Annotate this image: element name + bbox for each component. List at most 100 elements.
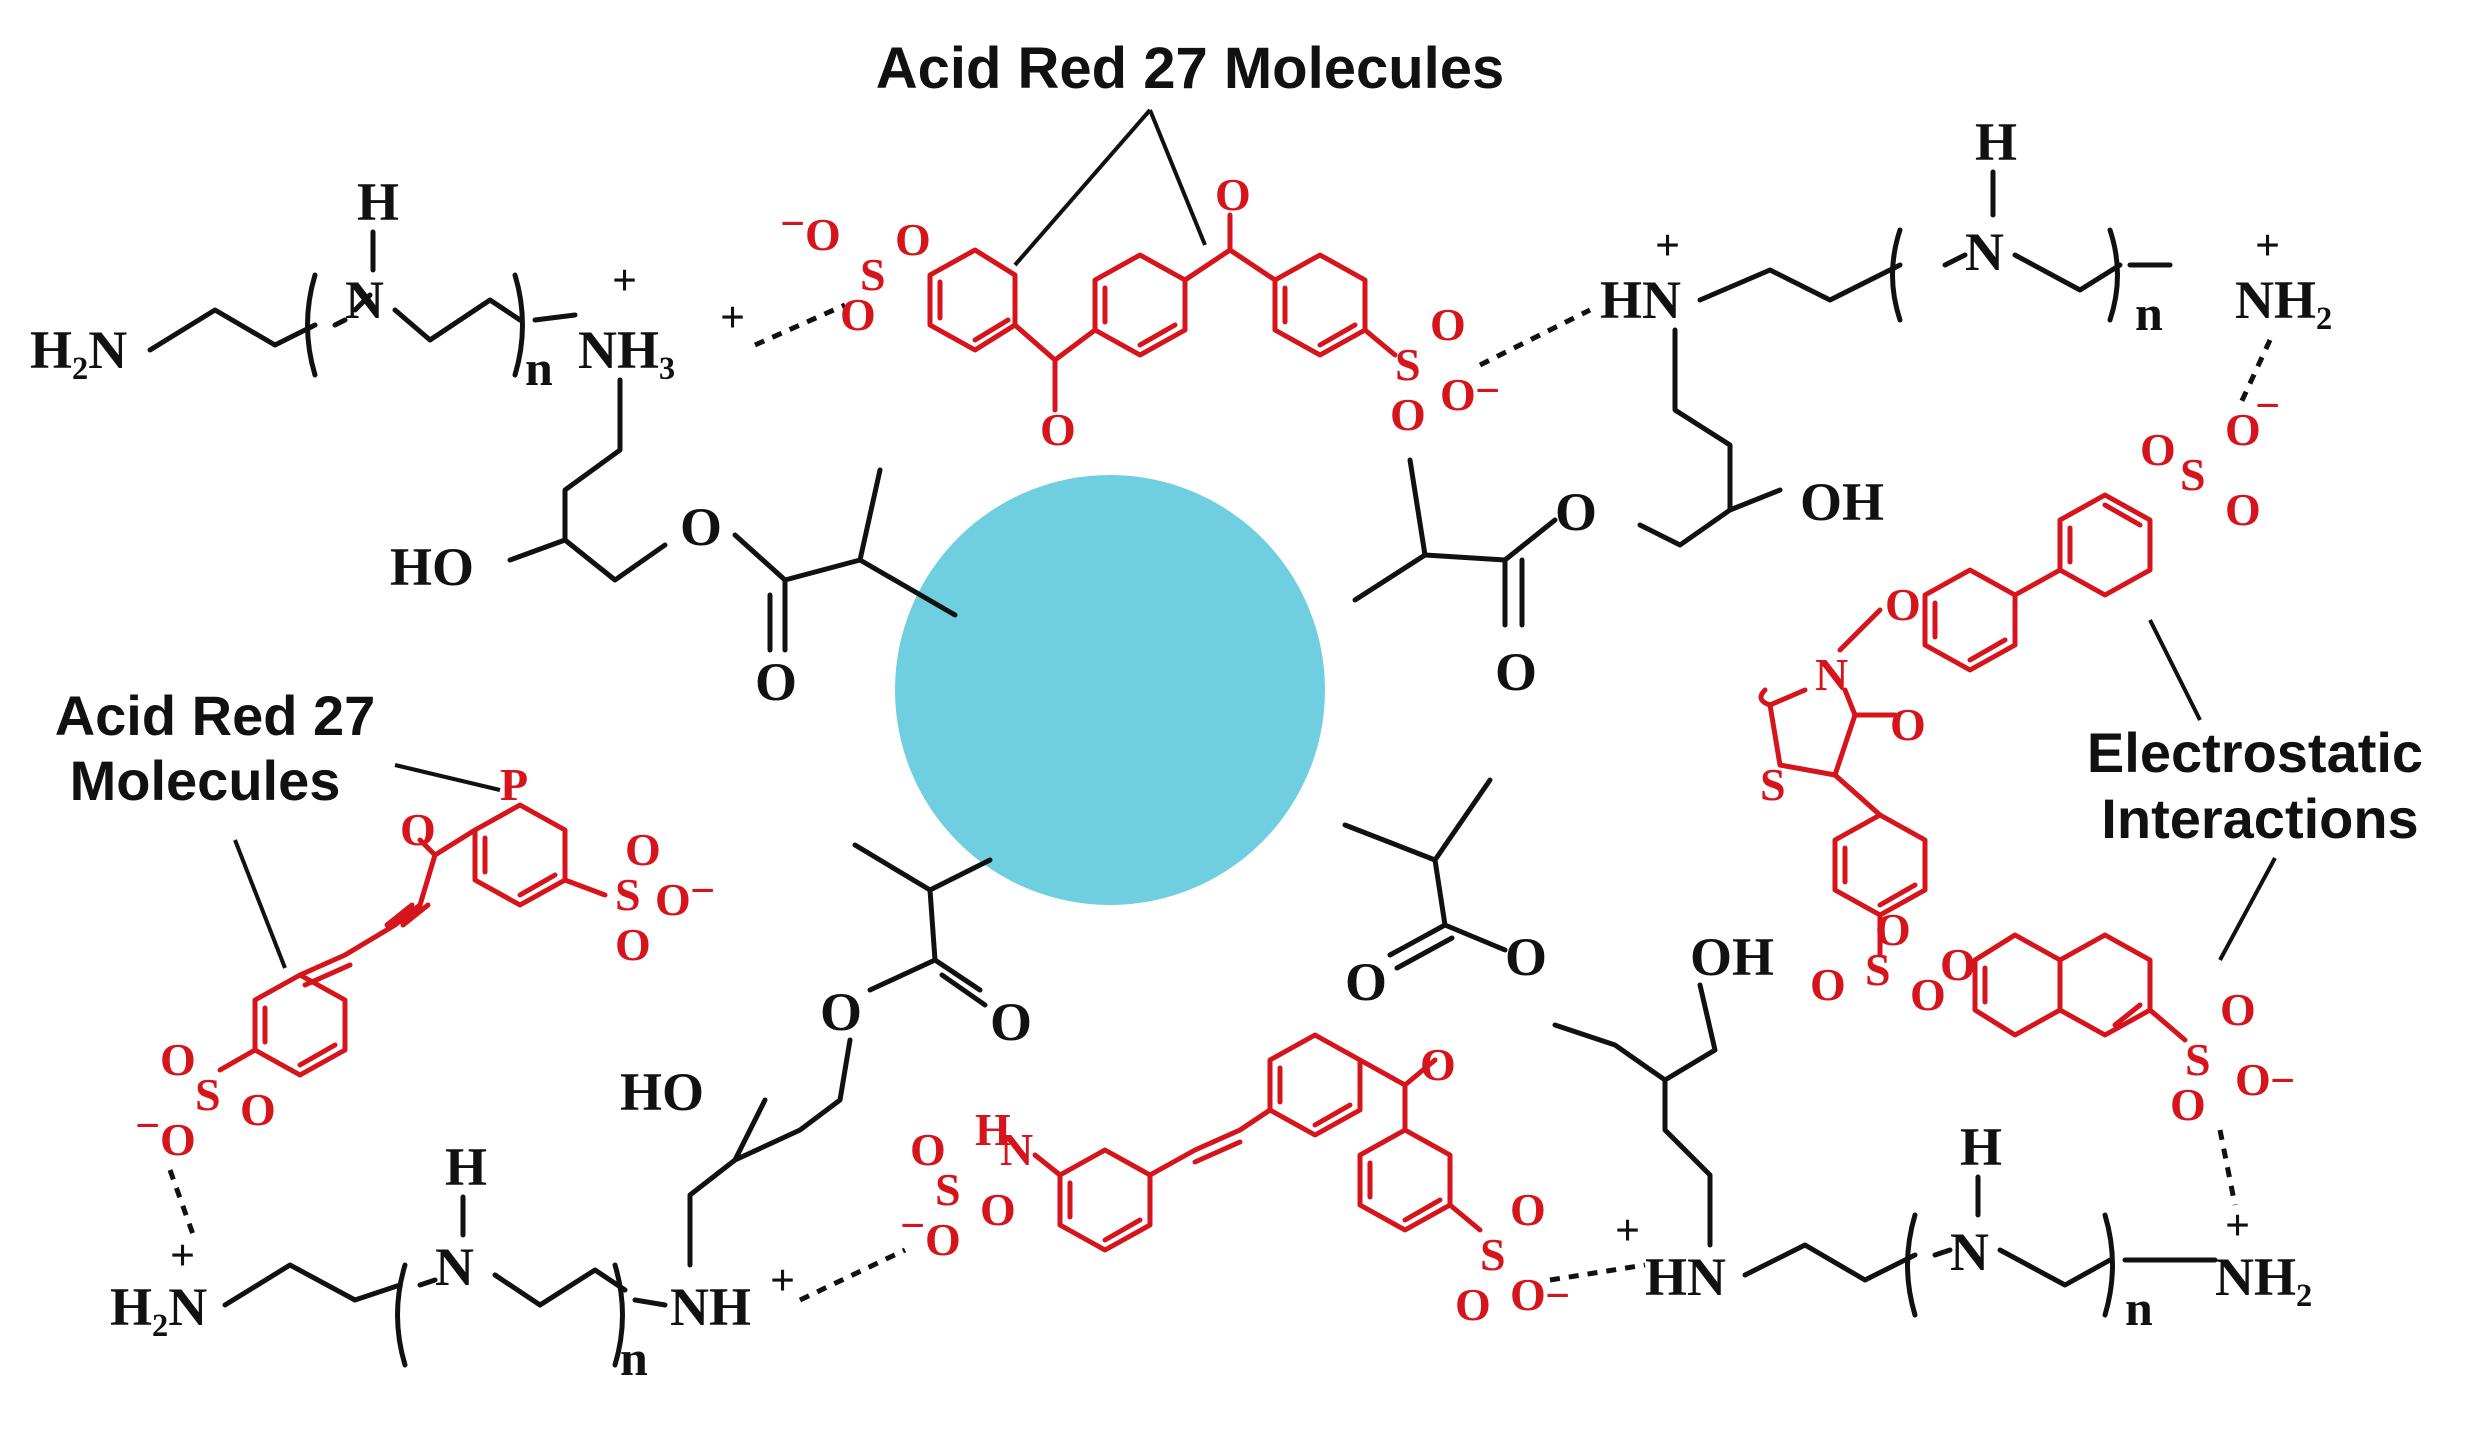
atom-o-6: O (240, 1084, 276, 1135)
atom-o-4: O (1040, 404, 1076, 455)
atom-o-4: O (1875, 904, 1911, 955)
atom-n: N (345, 270, 384, 330)
atom-o-5: O (1810, 959, 1846, 1010)
atom-o: O (2225, 404, 2261, 455)
label-top-acid-red-molecules: Acid Red 27 Molecules (876, 36, 1505, 101)
atom-nh-label: H (975, 1104, 1011, 1155)
atom-oh: OH (1800, 472, 1884, 532)
linker-2 (1182, 212, 1278, 283)
charge-minus-2: − (135, 1101, 160, 1150)
atom-o: O (805, 209, 841, 260)
interaction-dashed-right (2237, 338, 2273, 407)
atom-n: N (1950, 1222, 1989, 1282)
atom-o-6: O (1455, 1279, 1491, 1330)
dye-top: − O S O O O O O S O O − (780, 169, 1500, 455)
charge-plus-2: + (2255, 221, 2280, 270)
ring-styryl (252, 972, 348, 1078)
atom-oh: OH (1690, 927, 1774, 987)
pei-chain-top-right: + HN N H n + NH₂ OH O O (1352, 112, 2332, 702)
atom-ho: HO (620, 1062, 704, 1122)
pei-chain-top-left: H₂N N H n NH₃ + + HO O O (30, 172, 958, 712)
sulfonate-bond (1447, 1202, 1483, 1233)
atom-h: H (445, 1137, 487, 1197)
atom-h2n: H₂N (30, 320, 127, 380)
atom-o-thiazole: O (1890, 699, 1926, 750)
atom-o-5: O (1510, 1184, 1546, 1235)
atom-nh2: NH₂ (2215, 1247, 2312, 1307)
n-o-bond (1837, 607, 1883, 653)
atom-s: S (935, 1164, 961, 1215)
atom-o-8: O (2220, 984, 2256, 1035)
linker (1832, 772, 1883, 818)
bonds (1742, 1212, 2218, 1318)
bonds (147, 272, 578, 378)
charge-plus-2: + (2225, 1201, 2250, 1250)
atom-o-8: O (1440, 369, 1476, 420)
atom-h: H (357, 172, 399, 232)
label-left-acid-red-line1: Acid Red 27 (55, 684, 376, 747)
label-left-acid-red-line2: Molecules (70, 749, 341, 812)
atom-o-9: O (2170, 1079, 2206, 1130)
atom-o-3: O (655, 874, 691, 925)
atom-o-7: O (1510, 1269, 1546, 1320)
atom-o-5: O (1215, 169, 1251, 220)
atom-o-ester: O (1555, 482, 1597, 542)
atom-s-2: S (1865, 944, 1891, 995)
atom-hn: HN (1600, 270, 1681, 330)
atom-o-ester: O (820, 982, 862, 1042)
ring-3 (1357, 1127, 1453, 1233)
atom-o-6: O (1430, 299, 1466, 350)
charge-minus: − (2255, 381, 2280, 430)
atom-n: N (1815, 649, 1848, 700)
atom-o-carbonyl: O (755, 652, 797, 712)
arm-bonds (1552, 982, 1718, 1248)
linker-1 (1012, 322, 1098, 413)
atom-o-7: O (1940, 939, 1976, 990)
charge-plus: + (612, 256, 637, 305)
atom-o-3: O (840, 289, 876, 340)
atom-o-10: O (2235, 1054, 2271, 1105)
atom-n: N (435, 1237, 474, 1297)
ester-bonds (852, 842, 993, 1008)
naphthalene-sulfonate (2147, 1007, 2188, 1043)
atom-h2n: H₂N (110, 1277, 207, 1337)
atom-s: S (2180, 449, 2206, 500)
dye-left: P O O S O − O O S O − O (135, 759, 715, 1165)
leader-line-left (233, 763, 501, 969)
charge-plus-2: + (720, 293, 745, 342)
atom-nh2: NH₂ (2235, 270, 2332, 330)
interaction-dashed-left (167, 1169, 198, 1241)
atom-o-4: O (1420, 1039, 1456, 1090)
atom-s-2: S (1395, 339, 1421, 390)
ring-1 (927, 247, 1018, 353)
atom-n: N (1965, 222, 2004, 282)
atom-o-ester: O (680, 497, 722, 557)
atom-o-carbonyl: O (1495, 642, 1537, 702)
charge-plus: + (170, 1231, 195, 1280)
label-electrostatic: Electrostatic (2087, 721, 2423, 784)
dye-right: O − O S O O N O S O O S O O O S O O − (1758, 381, 2295, 1130)
label-interactions: Interactions (2101, 787, 2418, 850)
interaction-dashed-top-right (1478, 307, 1592, 368)
ketone-alkyne (297, 827, 478, 988)
atom-h: H (1960, 1117, 2002, 1177)
ring-benzoyl (472, 802, 568, 908)
n-ring-bond (1032, 1152, 1063, 1178)
atom-o-2: O (895, 214, 931, 265)
ring-1 (1057, 1147, 1153, 1253)
atom-ho: HO (390, 537, 474, 597)
ring-biphenyl-1 (2057, 492, 2153, 598)
atom-o-ester: O (1505, 927, 1547, 987)
sulfonate-bond (562, 877, 608, 898)
atom-o-7: O (160, 1114, 196, 1165)
atom-o-3: O (2225, 484, 2261, 535)
atom-n-amide: N (1000, 1124, 1033, 1175)
atom-s: S (615, 869, 641, 920)
repeat-n: n (2125, 1280, 2153, 1336)
atom-o-carbonyl: O (990, 992, 1032, 1052)
charge-plus: + (1655, 221, 1680, 270)
atom-o-2: O (2140, 424, 2176, 475)
ring-phenyl (1832, 812, 1928, 918)
nanoparticle-core (895, 475, 1325, 905)
